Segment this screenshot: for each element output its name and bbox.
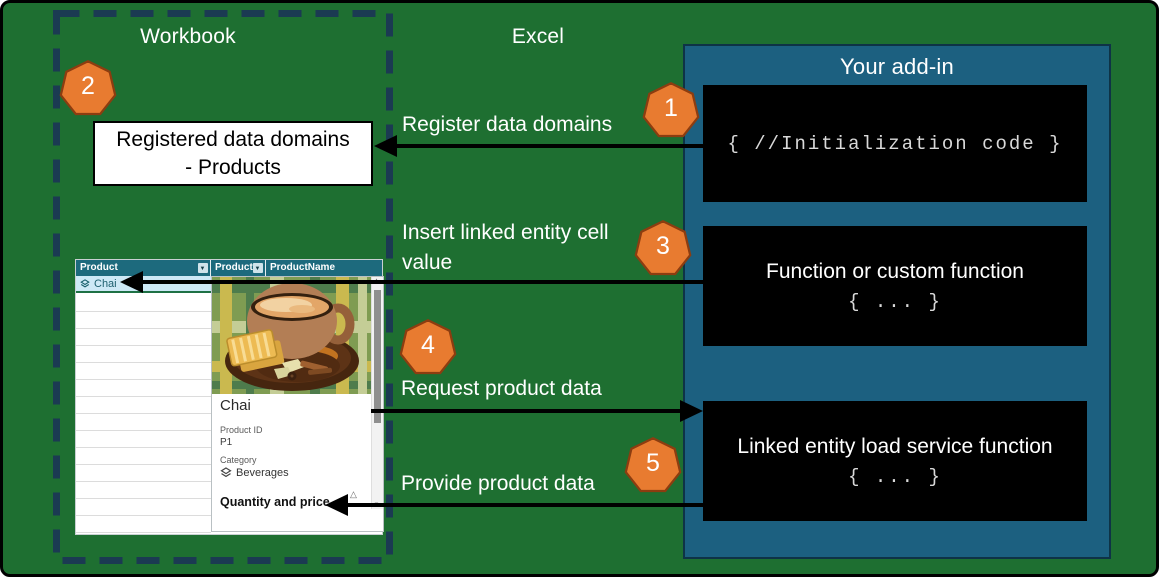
registered-domains-line2: - Products [185,155,281,179]
arrow-insert-head [120,271,143,293]
load-service-box: Linked entity load service function { ..… [703,401,1087,521]
step-badge-4: 4 [399,319,457,377]
arrow-insert-line [140,280,703,284]
cell-value-chai: Chai [94,277,117,290]
column-header-productid: ProductID [211,260,266,277]
label-request-product-data: Request product data [401,377,602,400]
column-header-product-label: Product [80,262,118,273]
init-code-box: { //Initialization code } [703,85,1087,202]
step-number-4: 4 [421,331,435,359]
scrollbar-thumb [374,290,381,423]
linked-entity-icon [80,278,90,287]
load-service-box-title: Linked entity load service function [737,434,1053,458]
workbook-dashed-border [53,10,393,564]
filter-dropdown-icon [253,261,263,277]
entity-card: Chai Product ID P1 Category Beverages Qu… [211,276,384,532]
init-code-text: { //Initialization code } [727,132,1063,155]
filter-dropdown-icon [198,261,208,277]
empty-rows-gridlines [76,295,211,534]
collapse-chevron-icon [350,489,357,500]
step-badge-5: 5 [624,437,682,495]
step-number-5: 5 [646,449,660,477]
label-register-data-domains: Register data domains [402,113,613,136]
beverages-entity-icon [220,467,232,478]
column-header-product: Product [76,260,211,277]
label-insert-linked-entity: Insert linked entity cell value [402,221,609,274]
excel-title: Excel [511,25,565,48]
chai-photo [212,277,373,394]
card-product-id-label: Product ID [220,425,263,435]
addin-title: Your add-in [840,54,954,79]
arrow-register-line [393,144,703,148]
card-category-text: Beverages [236,467,289,479]
registered-domains-line1: Registered data domains [116,127,350,151]
step-badge-3: 3 [634,220,692,278]
excel-sheet-screenshot: Product ProductID ProductName Chai [75,259,384,535]
arrow-provide-line [345,503,703,507]
column-header-productname: ProductName [266,260,382,276]
label-provide-product-data: Provide product data [401,472,595,495]
table-header-row: Product ProductID ProductName [76,260,382,277]
function-box-code: { ... } [848,290,942,313]
card-category-value: Beverages [220,467,289,479]
card-title: Chai [220,397,251,414]
load-service-box-code: { ... } [848,465,942,488]
step-badge-1: 1 [642,82,700,140]
step-number-2: 2 [81,72,95,100]
card-category-label: Category [220,455,257,465]
arrow-request-head [680,400,703,422]
card-product-id-value: P1 [220,437,233,448]
workbook-title: Workbook [140,25,236,48]
function-box-title: Function or custom function [766,259,1024,283]
selected-cell-chai: Chai [76,276,211,293]
registered-domains-box: Registered data domains - Products [93,121,373,186]
step-number-3: 3 [656,232,670,260]
arrow-provide-head [325,494,348,516]
function-box: Function or custom function { ... } [703,226,1087,346]
column-header-productid-label: ProductID [215,262,263,273]
arrow-request-line [371,409,683,413]
step-badge-2: 2 [59,60,117,118]
column-header-productname-label: ProductName [270,262,336,273]
card-section-quantity-price: Quantity and price [220,495,330,509]
arrow-register-head [374,135,397,157]
card-scrollbar [371,277,383,509]
step-number-1: 1 [664,94,678,122]
